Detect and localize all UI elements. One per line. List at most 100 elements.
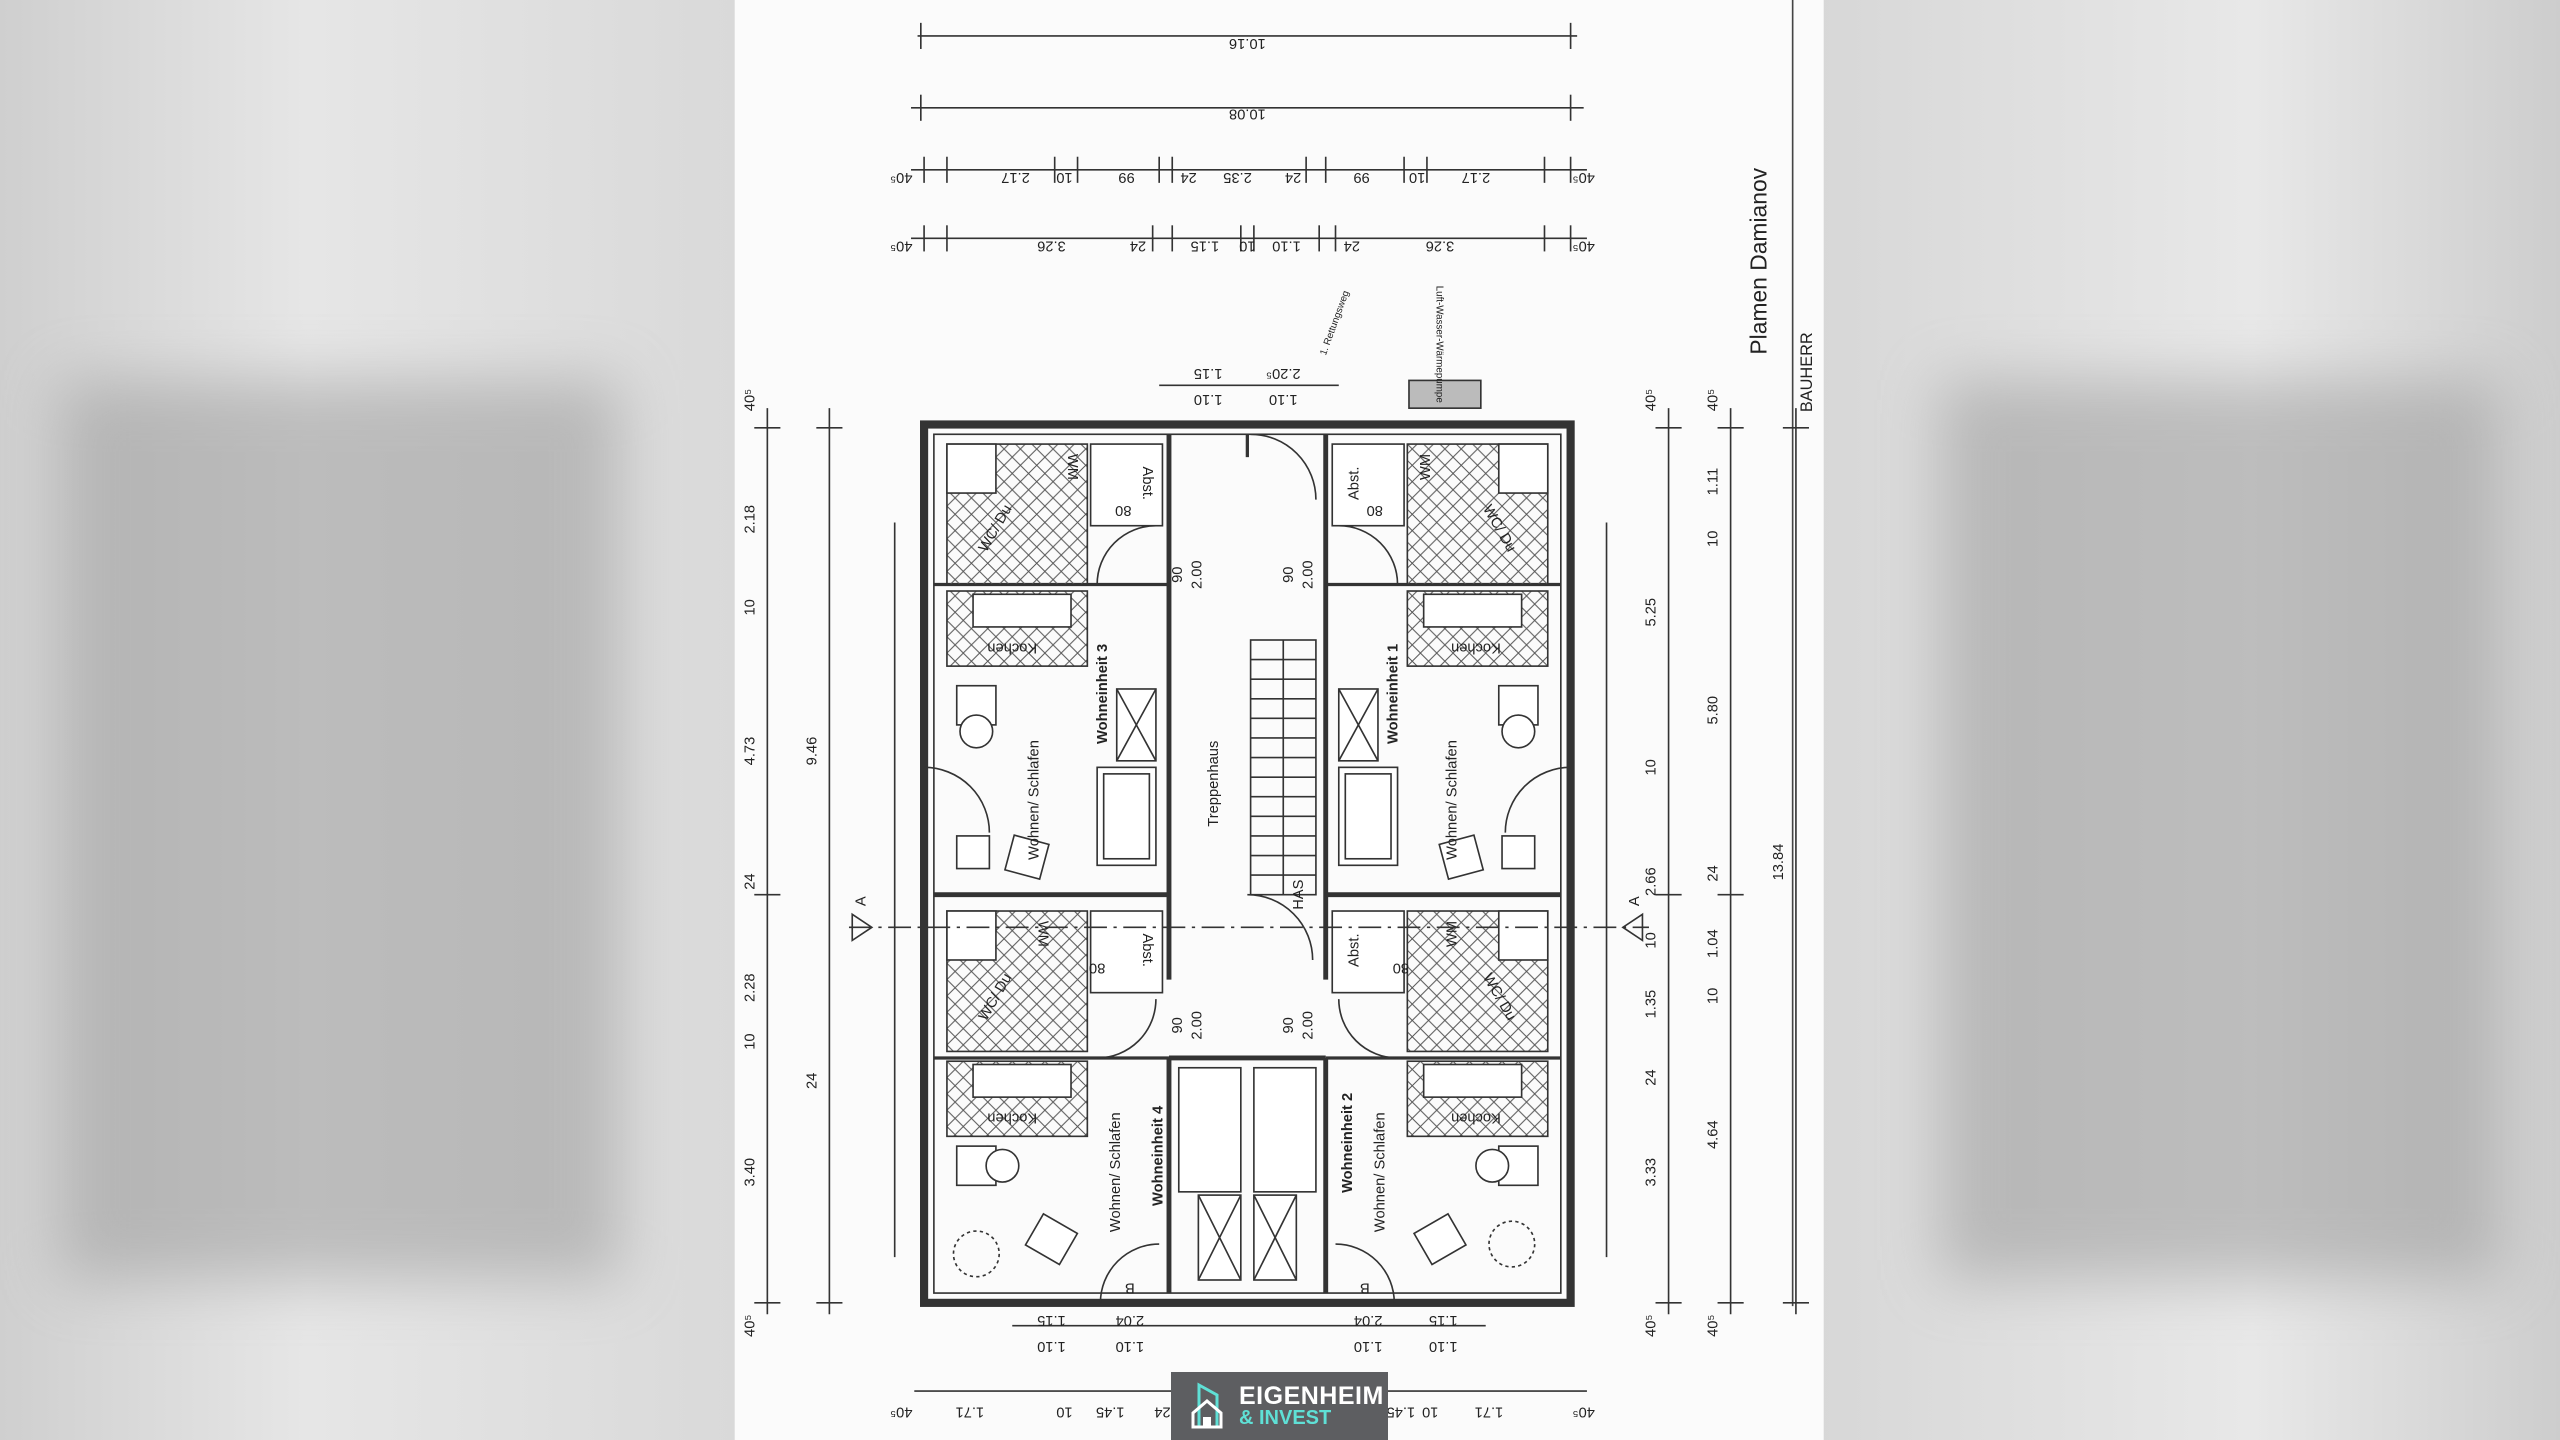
owner-role-label: BAUHERR	[1798, 332, 1816, 412]
kitchen-label: Kochen	[987, 639, 1037, 655]
dim-overall-width: 10.16	[1229, 35, 1266, 51]
staircase	[1249, 639, 1317, 896]
dim-label: 1.10	[1272, 238, 1301, 254]
dim-label: 2.17	[1001, 169, 1030, 185]
dim-label: 40⁵	[1572, 1403, 1594, 1419]
dim-label: 1.35	[1644, 990, 1660, 1019]
top-dimension-lines	[911, 22, 1587, 387]
dim-label: 1.10	[1269, 391, 1298, 407]
dim-label: 10	[1409, 169, 1425, 185]
section-b-left: B	[1125, 1279, 1135, 1295]
dim-inner-width: 10.08	[1229, 105, 1266, 121]
section-markers: A A B B	[848, 896, 1649, 1295]
door-dim: 2.00	[1190, 560, 1206, 589]
dim-label: 4.64	[1706, 1120, 1722, 1149]
dim-label: 2.35	[1223, 169, 1252, 185]
door-dim: 90	[1170, 1017, 1186, 1033]
dim-overall-length: 13.84	[1771, 844, 1787, 881]
dim-label: 10	[742, 1033, 758, 1049]
dim-label: 1.71	[955, 1403, 984, 1419]
heat-pump-label: Luft-Wasser-Wärmepumpe	[1434, 286, 1445, 403]
dim-label: 1.04	[1706, 929, 1722, 958]
dim-left-total: 9.46	[804, 737, 820, 766]
dim-label: 1.15	[1194, 365, 1223, 381]
dim-label: 10	[1056, 169, 1072, 185]
storage-label: Abst.	[1139, 933, 1155, 966]
has-label: HAS	[1291, 879, 1307, 909]
dim-label: 24	[1154, 1403, 1170, 1419]
dim-label: 40⁵	[742, 1314, 758, 1336]
dim-label: 10	[1706, 531, 1722, 547]
dim-label: 10	[1644, 759, 1660, 775]
dim-label: 40⁵	[890, 1403, 912, 1419]
dim-label: 40⁵	[742, 389, 758, 411]
dim-label: 2.28	[742, 973, 758, 1002]
door-dim: 90	[1281, 567, 1297, 583]
dim-label: 1.15	[1191, 238, 1220, 254]
door-dim: 90	[1281, 1017, 1297, 1033]
dim-label: 10	[1706, 988, 1722, 1004]
dim-label: 2.04	[1115, 1312, 1144, 1328]
dim-label: 40⁵	[1644, 389, 1660, 411]
door-dim: 80	[1115, 502, 1131, 518]
dim-label: 2.17	[1462, 169, 1491, 185]
dim-label: 1.10	[1354, 1338, 1383, 1354]
dim-label: 1.10	[1429, 1338, 1458, 1354]
dim-label: 1.10	[1115, 1338, 1144, 1354]
dim-label: 2.04	[1354, 1312, 1383, 1328]
dim-label: 10	[1422, 1403, 1438, 1419]
dim-label: 40⁵	[1644, 1314, 1660, 1336]
unit-label-2: Wohneinheit 2	[1340, 1093, 1356, 1193]
kitchen-label: Kochen	[1451, 1109, 1501, 1125]
eigenheim-invest-logo: EIGENHEIM & INVEST	[1171, 1372, 1388, 1440]
dim-label: 1.11	[1706, 468, 1722, 496]
dim-label: 3.33	[1644, 1158, 1660, 1187]
top-dimension-labels: 10.16 10.08 40⁵ 2.17 10 99 24 2.35 24 99…	[890, 35, 1595, 407]
storage-label: Abst.	[1346, 467, 1362, 500]
dim-label: 2.66	[1644, 867, 1660, 896]
room-label-living-3: Wohnen/ Schlafen	[1026, 740, 1042, 860]
dim-label: 2.18	[742, 505, 758, 534]
dim-label: 1.15	[1429, 1312, 1458, 1328]
dim-label: 5.25	[1644, 598, 1660, 627]
door-dim: 2.00	[1301, 560, 1317, 589]
dim-label: 24	[804, 1073, 820, 1089]
side-dimension-lines	[754, 408, 1809, 1392]
kitchen-label: Kochen	[987, 1109, 1037, 1125]
dim-label: 10	[742, 599, 758, 615]
door-dim: 90	[1170, 567, 1186, 583]
wm-label: WM	[1034, 921, 1050, 947]
dim-label: 1.45	[1096, 1403, 1125, 1419]
dim-label: 5.80	[1706, 696, 1722, 725]
kitchen-label: Kochen	[1451, 639, 1501, 655]
wm-label: WM	[1418, 454, 1434, 480]
dim-label: 10	[1056, 1403, 1072, 1419]
unit-label-4: Wohneinheit 4	[1150, 1105, 1166, 1206]
house-logo-icon	[1191, 1382, 1223, 1429]
dim-label: 24	[1344, 238, 1360, 254]
dim-label: 24	[742, 873, 758, 889]
dim-label: 24	[1130, 238, 1146, 254]
dim-label: 1.10	[1037, 1338, 1066, 1354]
bathrooms	[946, 443, 1549, 1053]
wm-label: WM	[1064, 454, 1080, 480]
owner-name: Plamen Damianov	[1746, 167, 1772, 354]
dim-label: 1.15	[1037, 1312, 1066, 1328]
blurred-background-left	[60, 380, 620, 1280]
dim-label: 40⁵	[1572, 169, 1594, 185]
dim-label: 40⁵	[890, 238, 912, 254]
door-dim: 80	[1367, 502, 1383, 518]
door-dim: 2.00	[1190, 1011, 1206, 1040]
heat-pump-unit	[1408, 379, 1482, 409]
wm-label: WM	[1444, 921, 1460, 947]
door-dim: 80	[1393, 959, 1409, 975]
dim-label: 40⁵	[1706, 1314, 1722, 1336]
dim-label: 1.10	[1194, 391, 1223, 407]
logo-line-2: & INVEST	[1239, 1407, 1332, 1429]
dim-label: 1.45	[1387, 1403, 1416, 1419]
storage-label: Abst.	[1346, 933, 1362, 966]
dim-label: 3.26	[1037, 238, 1066, 254]
dim-label: 3.26	[1426, 238, 1455, 254]
dim-label: 99	[1118, 169, 1134, 185]
